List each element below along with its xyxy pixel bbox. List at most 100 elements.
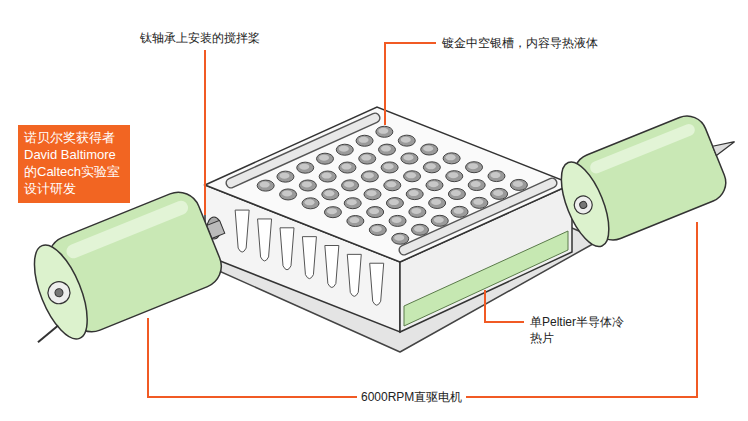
well-highlight	[428, 181, 438, 187]
well	[299, 180, 316, 191]
part-label: 钛轴承上安装的搅拌桨	[140, 30, 260, 46]
well-highlight	[381, 146, 391, 152]
well-highlight	[426, 163, 436, 169]
well	[297, 162, 314, 173]
well	[344, 198, 361, 209]
well	[491, 188, 508, 199]
well	[389, 215, 406, 226]
pcr-tube	[370, 263, 384, 305]
well-highlight	[513, 181, 523, 187]
well	[381, 162, 398, 173]
pcr-tube	[235, 210, 249, 252]
leader-lines	[148, 43, 697, 397]
well-highlight	[282, 190, 292, 196]
well-highlight	[361, 155, 371, 161]
well	[378, 144, 395, 155]
well-highlight	[471, 181, 481, 187]
well-highlight	[302, 181, 312, 187]
right-motor	[552, 102, 748, 253]
well	[488, 171, 505, 182]
well	[451, 206, 468, 217]
well	[339, 162, 356, 173]
leader-line	[385, 43, 436, 125]
well-grid	[257, 126, 527, 244]
pcr-tube	[347, 254, 361, 296]
well	[404, 171, 421, 182]
well-highlight	[341, 164, 351, 170]
leader-line	[485, 290, 524, 322]
well	[431, 215, 448, 226]
well-tubes	[235, 210, 384, 305]
well	[466, 162, 483, 173]
well-highlight	[349, 217, 359, 223]
callout-box: 诺贝尔奖获得者 David Baltimore 的Caltech实验室 设计研发	[18, 125, 130, 203]
well	[317, 153, 334, 164]
well	[510, 179, 527, 190]
well-highlight	[319, 155, 329, 161]
well	[324, 207, 341, 218]
well-highlight	[414, 226, 424, 232]
well-highlight	[339, 146, 349, 152]
well-highlight	[359, 137, 369, 143]
well-highlight	[493, 190, 503, 196]
well	[280, 189, 297, 200]
well-highlight	[446, 154, 456, 160]
well-highlight	[451, 190, 461, 196]
well	[398, 135, 415, 146]
well-highlight	[324, 190, 334, 196]
well-highlight	[403, 154, 413, 160]
well	[302, 198, 319, 209]
well-highlight	[431, 199, 441, 205]
well	[369, 224, 386, 235]
well	[448, 189, 465, 200]
well-highlight	[392, 217, 402, 223]
well	[319, 171, 336, 182]
silver-trough	[231, 118, 375, 183]
well	[277, 171, 294, 182]
pcr-tube	[325, 246, 339, 288]
well	[446, 171, 463, 182]
silver-trough	[231, 118, 375, 183]
well	[426, 180, 443, 191]
well	[386, 198, 403, 209]
well	[376, 126, 393, 137]
well-highlight	[364, 172, 374, 178]
well-highlight	[279, 173, 289, 179]
well-highlight	[344, 181, 354, 187]
well	[406, 189, 423, 200]
well-highlight	[372, 226, 382, 232]
well	[392, 233, 409, 244]
well-highlight	[327, 208, 337, 214]
leader-line	[204, 50, 206, 215]
well-highlight	[411, 208, 421, 214]
well	[401, 153, 418, 164]
well-highlight	[423, 146, 433, 152]
well-highlight	[347, 199, 357, 205]
well	[361, 171, 378, 182]
well-highlight	[434, 217, 444, 223]
silver-trough	[404, 183, 552, 250]
well	[471, 197, 488, 208]
well-highlight	[454, 208, 464, 214]
part-label: 单Peltier半导体冷热片	[530, 314, 634, 346]
callout-text: 诺贝尔奖获得者 David Baltimore 的Caltech实验室 设计研发	[24, 130, 124, 198]
well	[429, 197, 446, 208]
block-top-face	[205, 107, 572, 262]
well-highlight	[473, 199, 483, 205]
well	[347, 216, 364, 227]
well-highlight	[369, 208, 379, 214]
well-highlight	[299, 164, 309, 170]
well-highlight	[490, 172, 500, 178]
well-highlight	[378, 128, 388, 134]
well-highlight	[448, 172, 458, 178]
well-highlight	[367, 190, 377, 196]
well-highlight	[386, 181, 396, 187]
part-label: 镀金中空银槽，内容导热液体	[442, 35, 598, 51]
well	[443, 153, 460, 164]
well	[421, 144, 438, 155]
well	[322, 189, 339, 200]
well	[412, 224, 429, 235]
well	[257, 180, 274, 191]
